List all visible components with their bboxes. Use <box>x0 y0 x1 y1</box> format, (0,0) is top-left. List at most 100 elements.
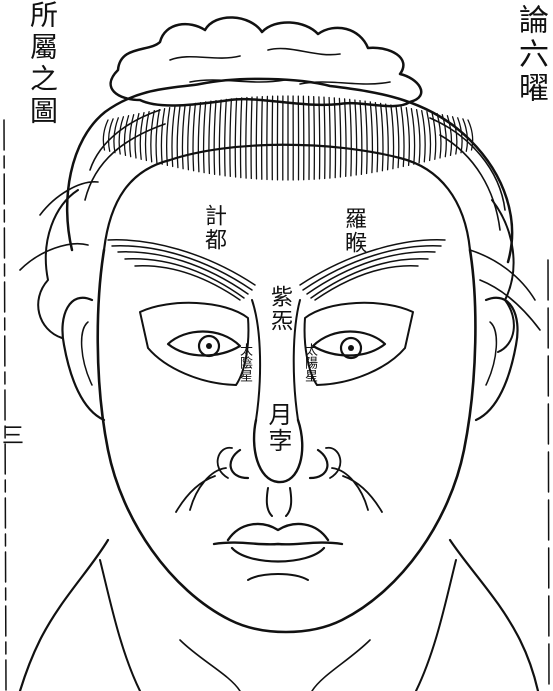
hair-hatch-stroke <box>144 110 150 162</box>
right-eyeball <box>339 336 363 360</box>
hair-hatch-stroke <box>160 107 166 165</box>
left-border-line <box>3 119 7 691</box>
hair-hatch-stroke <box>229 98 233 178</box>
left-eyebrow <box>107 239 256 301</box>
left-ear <box>61 296 106 422</box>
hair-hatch-stroke <box>313 95 316 180</box>
nose-tip <box>252 418 304 484</box>
hair-hatch-stroke <box>213 99 217 175</box>
right-ear <box>474 296 519 422</box>
label-ziqi: 紫炁 <box>267 285 292 333</box>
hair-hatch-stroke <box>102 119 109 151</box>
hair-hatch-stroke <box>192 102 197 172</box>
right-border-line <box>547 259 550 691</box>
hairline-hatching <box>102 95 474 252</box>
hair-hatch-stroke <box>349 98 352 177</box>
hair-hatch-stroke <box>323 96 326 180</box>
figure-caption: 所屬之圖 <box>26 0 59 128</box>
hair-hatch-stroke <box>395 105 400 169</box>
right-cheek-lines <box>331 467 383 513</box>
hair-hatch-stroke <box>107 118 114 152</box>
hair-hatch-stroke <box>343 98 347 178</box>
right-ear-inner <box>485 321 498 386</box>
hair-hatch-stroke <box>123 115 130 157</box>
hair-hatch-stroke <box>197 102 202 173</box>
hair-hatch-stroke <box>436 112 442 159</box>
hair-hatch-stroke <box>134 112 140 159</box>
hair-hatch-stroke <box>239 97 243 179</box>
hair-hatch-stroke <box>374 102 379 173</box>
left-eye-socket <box>139 301 250 386</box>
margin-page-mark: 三 <box>2 424 25 449</box>
hair-hatch-stroke <box>410 107 416 165</box>
mouth-line <box>212 541 344 546</box>
nostrils <box>229 448 329 480</box>
hair-hatch-stroke <box>150 109 155 163</box>
hair-hatch-stroke <box>250 96 253 180</box>
chapter-title: 論六曜 <box>513 4 548 106</box>
hair-hatch-stroke <box>245 96 248 179</box>
collar-fold <box>179 639 371 691</box>
right-eye-socket <box>303 301 414 386</box>
hair-hatch-stroke <box>338 97 342 178</box>
hair-hatch-stroke <box>364 100 368 175</box>
hair-hatch-stroke <box>354 99 358 176</box>
hair-hatch-stroke <box>400 106 405 168</box>
side-hair-left <box>37 189 79 339</box>
nose-bridge <box>251 299 301 421</box>
left-eye <box>166 330 242 357</box>
collar-left <box>99 559 141 691</box>
nose-wings <box>216 447 342 479</box>
hair-hatch-stroke <box>266 95 269 181</box>
right-eye <box>311 330 387 357</box>
upper-lip <box>226 522 330 542</box>
hair-hatch-stroke <box>462 118 469 152</box>
hair-hatch-stroke <box>369 101 374 174</box>
hairline-edge <box>102 143 472 252</box>
hair-bun-inner <box>169 47 391 85</box>
hair-hatch-stroke <box>139 111 145 160</box>
neck-left <box>18 538 110 691</box>
hair-hatch-stroke <box>155 108 161 164</box>
hair-hatch-stroke <box>328 96 331 179</box>
hair-strands <box>19 109 541 331</box>
hair-hatch-stroke <box>457 117 463 154</box>
hair-hatch-stroke <box>113 117 119 154</box>
hair-hatch-stroke <box>165 107 171 167</box>
hair-hatch-stroke <box>260 95 263 180</box>
hair-hatch-stroke <box>176 105 181 169</box>
neck-right <box>448 538 540 691</box>
hair-hatch-stroke <box>441 114 447 158</box>
hair-hatch-stroke <box>390 104 395 170</box>
hair-hatch-stroke <box>415 108 421 164</box>
hair-hatch-stroke <box>218 99 222 176</box>
hair-hatch-stroke <box>431 111 437 160</box>
hair-hatch-stroke <box>171 106 176 168</box>
face-outline <box>96 248 477 634</box>
hair-hatch-stroke <box>307 95 310 181</box>
hair-hatch-stroke <box>318 96 321 180</box>
left-eyeball <box>197 334 221 358</box>
hair-hatch-stroke <box>426 110 432 162</box>
hair-hatch-stroke <box>255 96 258 180</box>
hair-hatch-stroke <box>202 101 207 174</box>
hair-hatch-stroke <box>234 97 238 178</box>
hair-hatch-stroke <box>129 114 135 158</box>
left-pupil <box>206 343 212 349</box>
hair-hatch-stroke <box>385 103 389 171</box>
right-eyebrow <box>299 239 446 301</box>
hair-hatch-stroke <box>224 98 227 177</box>
chin-crease <box>247 573 309 581</box>
hair-hatch-stroke <box>118 116 125 155</box>
label-jidu: 計都 <box>201 204 226 252</box>
label-taiyin: 太陰星 <box>237 343 252 382</box>
left-cheek-lines <box>175 467 227 513</box>
hair-hatch-stroke <box>181 104 186 170</box>
label-taiyang: 太陽星 <box>302 343 317 382</box>
hair-hatch-stroke <box>467 119 474 151</box>
hair-hatch-stroke <box>208 100 212 175</box>
left-ear-inner <box>80 321 93 386</box>
hair-hatch-stroke <box>451 116 458 155</box>
hair-hatch-stroke <box>379 102 384 172</box>
hair-hatch-stroke <box>405 107 411 167</box>
